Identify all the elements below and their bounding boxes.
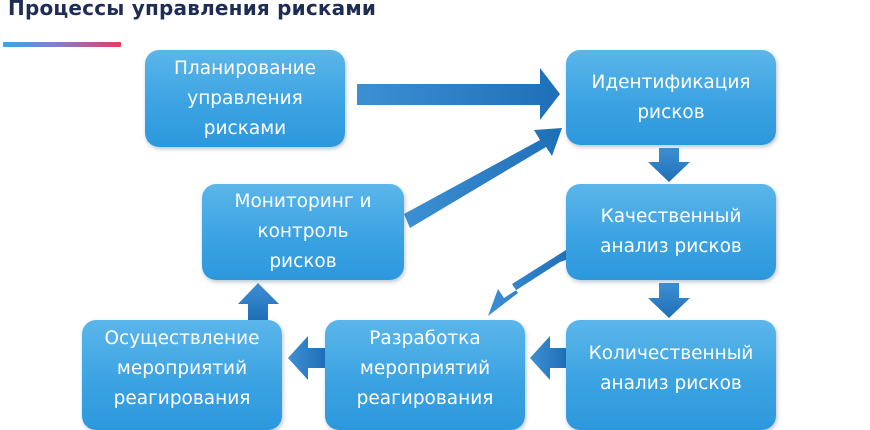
node-implementation: Осуществление мероприятий реагирования <box>82 320 282 430</box>
arrow-qualitative-to-response <box>488 250 572 316</box>
page-title: Процессы управления рисками <box>8 0 377 20</box>
arrow-response-to-implementation <box>288 336 325 380</box>
node-response-planning-label: Разработка мероприятий реагирования <box>356 328 494 409</box>
arrow-identification-to-qualitative <box>648 148 690 182</box>
node-qualitative-label: Качественный анализ рисков <box>600 206 742 257</box>
arrow-monitoring-to-identification <box>404 128 562 228</box>
node-monitoring-label: Мониторинг и контроль рисков <box>234 191 372 272</box>
node-quantitative-label: Количественный анализ рисков <box>588 343 754 394</box>
node-quantitative: Количественный анализ рисков <box>566 320 776 430</box>
arrow-planning-to-identification <box>357 68 560 120</box>
arrow-qualitative-to-quantitative <box>648 283 690 318</box>
node-planning-label: Планирование управления рисками <box>174 57 316 139</box>
node-planning: Планирование управления рисками <box>145 50 345 147</box>
arrow-quantitative-to-response <box>530 336 566 380</box>
title-accent-bar <box>3 42 121 47</box>
node-identification-label: Идентификация рисков <box>591 71 751 123</box>
node-qualitative: Качественный анализ рисков <box>566 184 776 280</box>
arrow-implementation-to-monitoring <box>238 283 279 320</box>
node-implementation-label: Осуществление мероприятий реагирования <box>104 328 260 409</box>
node-monitoring: Мониторинг и контроль рисков <box>202 184 404 280</box>
node-response-planning: Разработка мероприятий реагирования <box>325 320 525 430</box>
arrows-layer <box>238 68 690 380</box>
node-identification: Идентификация рисков <box>566 50 776 145</box>
